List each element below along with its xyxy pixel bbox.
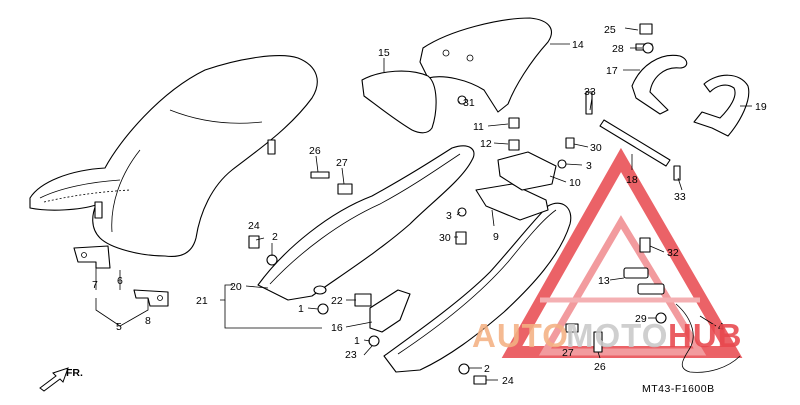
front-direction-arrow: FR. <box>39 367 83 392</box>
side-cover-left <box>257 145 475 301</box>
grab-rail-right <box>693 74 750 137</box>
callout-26: 26 <box>594 361 606 373</box>
callout-14: 14 <box>572 39 584 51</box>
callout-24: 24 <box>502 375 514 387</box>
callout-7: 7 <box>92 279 98 291</box>
main-seat <box>29 55 318 307</box>
callout-4: 4 <box>718 321 724 333</box>
callout-21: 21 <box>196 295 208 307</box>
rod <box>599 119 671 167</box>
callout-3: 3 <box>446 210 452 222</box>
pillion-pad <box>361 70 437 134</box>
callout-20: 20 <box>230 281 242 293</box>
callout-3: 3 <box>586 160 592 172</box>
callout-2: 2 <box>484 363 490 375</box>
callout-24: 24 <box>248 220 260 232</box>
front-direction-label: FR. <box>66 367 83 379</box>
watermark-text: AUTO MOTO HUB <box>472 317 743 354</box>
callout-32: 32 <box>667 247 679 259</box>
callout-10: 10 <box>569 177 581 189</box>
callout-29: 29 <box>635 313 647 325</box>
watermark-part-auto: AUTO <box>472 317 569 354</box>
callout-15: 15 <box>378 47 390 59</box>
callout-22: 22 <box>331 295 343 307</box>
callout-33: 33 <box>584 86 596 98</box>
bracket <box>475 183 549 221</box>
diagram-code: MT43-F1600B <box>642 383 715 395</box>
callout-33: 33 <box>674 191 686 203</box>
callout-27: 27 <box>562 347 574 359</box>
callout-13: 13 <box>598 275 610 287</box>
callout-1: 1 <box>354 335 360 347</box>
callout-labels: 25 28 17 19 14 15 31 33 11 12 30 3 10 18… <box>92 24 767 387</box>
callout-31: 31 <box>463 97 475 109</box>
seat-cowl <box>419 17 552 113</box>
callout-28: 28 <box>612 43 624 55</box>
grab-rail-left <box>631 43 688 115</box>
leader-lines <box>95 27 752 381</box>
watermark-part-moto: MOTO <box>566 317 668 354</box>
callout-16: 16 <box>331 322 343 334</box>
callout-18: 18 <box>626 174 638 186</box>
callout-1: 1 <box>298 303 304 315</box>
plate <box>369 289 411 333</box>
callout-5: 5 <box>116 321 122 333</box>
callout-26: 26 <box>309 145 321 157</box>
tray <box>497 151 557 191</box>
callout-17: 17 <box>606 65 618 77</box>
callout-30: 30 <box>590 142 602 154</box>
callout-11: 11 <box>473 121 484 133</box>
watermark-part-hub: HUB <box>668 317 743 354</box>
callout-23: 23 <box>345 349 357 361</box>
callout-25: 25 <box>604 24 616 36</box>
side-cover-right <box>383 202 572 373</box>
callout-19: 19 <box>755 101 767 113</box>
callout-2: 2 <box>272 231 278 243</box>
callout-8: 8 <box>145 315 151 327</box>
fasteners <box>248 23 681 385</box>
callout-27: 27 <box>336 157 348 169</box>
callout-9: 9 <box>493 231 499 243</box>
catch <box>623 267 665 295</box>
callout-30: 30 <box>439 232 451 244</box>
callout-6: 6 <box>117 275 123 287</box>
cable <box>675 303 741 373</box>
callout-12: 12 <box>480 138 492 150</box>
